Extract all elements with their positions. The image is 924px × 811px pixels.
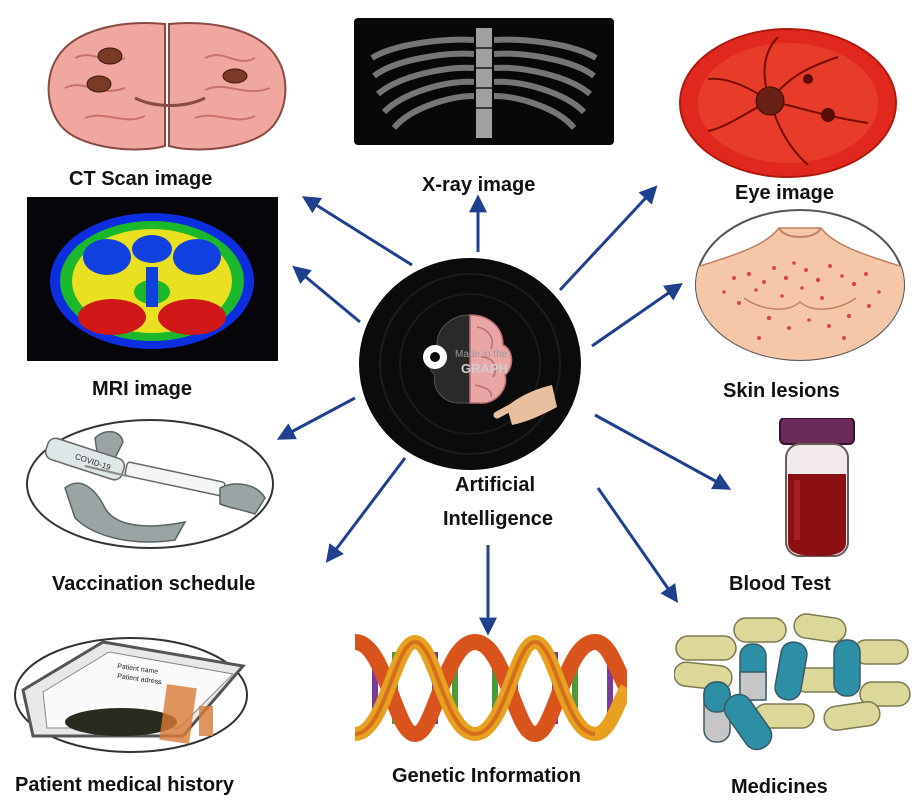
patient-history-image: Patient name Patient adress [13, 636, 249, 754]
eye-fundus-image [678, 27, 898, 179]
logo-text-bottom: GRAPH [461, 361, 508, 376]
ct-scan-brain-image [35, 18, 300, 156]
blood-test-tube-image [778, 418, 856, 560]
arrow-to-eye [558, 185, 658, 292]
arrow-to-mri [292, 265, 361, 324]
blood-test-label: Blood Test [729, 573, 831, 595]
arrow-to-vaccination [276, 396, 356, 440]
ai-center-graphic: Made in the GRAPH [357, 257, 583, 472]
arrow-to-ct-scan [301, 196, 413, 267]
arrow-to-skin [591, 282, 683, 348]
mri-label: MRI image [92, 378, 193, 400]
xray-image [354, 18, 614, 145]
arrow-to-vaccination-low [325, 457, 407, 563]
medicines-pills-image [674, 612, 914, 760]
logo-text-top: Made in the [455, 349, 508, 360]
ai-label-line1: Artificial [455, 474, 536, 496]
arrow-to-medicines [596, 487, 679, 603]
skin-lesions-label: Skin lesions [723, 380, 840, 402]
medicines-label: Medicines [731, 776, 828, 798]
dna-helix-image [355, 632, 627, 744]
genetic-label: Genetic Information [392, 765, 581, 787]
arrow-to-blood [594, 413, 732, 490]
xray-label: X-ray image [422, 174, 536, 196]
eye-label: Eye image [735, 182, 834, 204]
patient-history-label: Patient medical history [15, 774, 234, 796]
ct-scan-label: CT Scan image [69, 168, 213, 190]
vaccination-label: Vaccination schedule [52, 573, 256, 595]
mri-image [27, 197, 278, 361]
ai-label-line2: Intelligence [443, 508, 554, 530]
vaccination-image: COVID-19 [25, 418, 275, 550]
skin-lesions-image [694, 208, 906, 362]
